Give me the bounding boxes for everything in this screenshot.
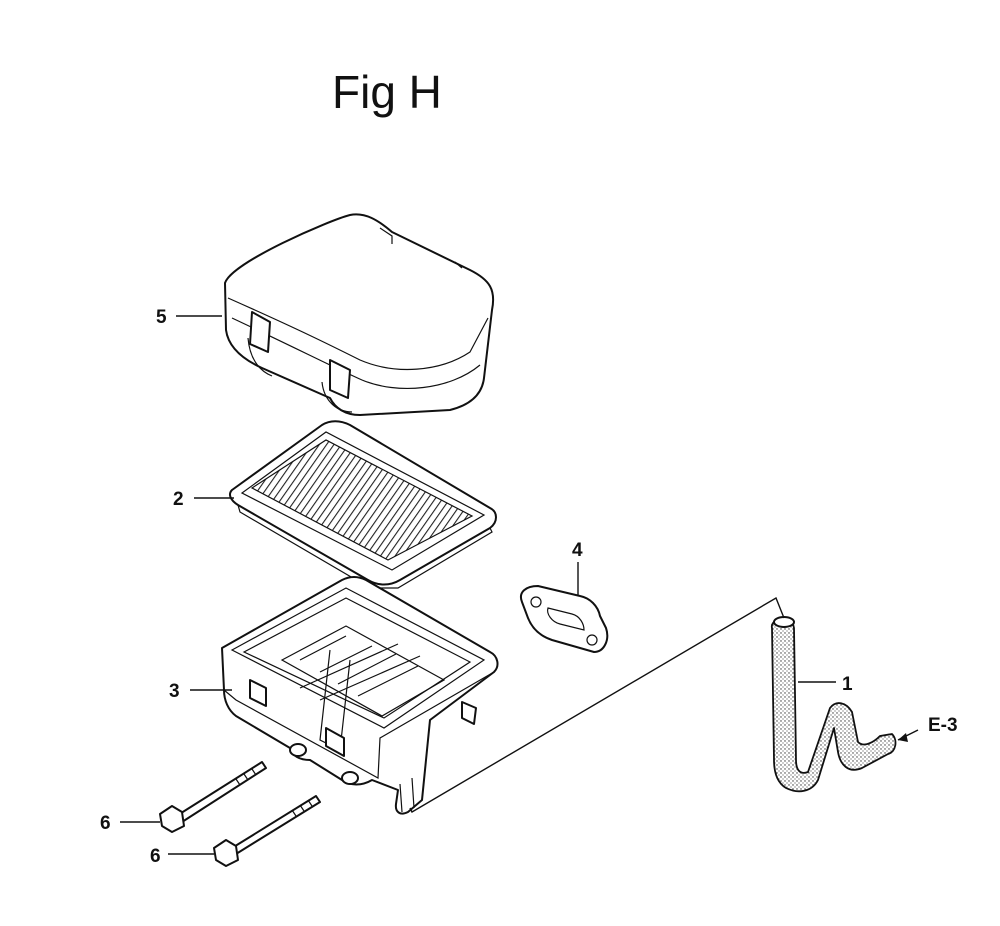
connection-line bbox=[409, 596, 785, 813]
bolt-upper bbox=[159, 761, 267, 833]
gasket bbox=[520, 585, 609, 653]
air-cleaner-case bbox=[221, 576, 499, 815]
callout-3: 3 bbox=[169, 681, 180, 702]
callout-5: 5 bbox=[156, 307, 167, 328]
callout-6a: 6 bbox=[100, 813, 111, 834]
figure-title: Fig H bbox=[332, 66, 442, 118]
bolt-lower bbox=[213, 795, 321, 867]
callout-1: 1 bbox=[842, 674, 853, 695]
breather-tube bbox=[771, 616, 897, 793]
reference-label: E-3 bbox=[928, 715, 958, 736]
callout-6b: 6 bbox=[150, 846, 161, 867]
air-cleaner-cover bbox=[224, 213, 495, 416]
air-filter-element bbox=[229, 420, 497, 589]
callout-4: 4 bbox=[572, 540, 583, 561]
callout-2: 2 bbox=[173, 489, 184, 510]
reference-arrowhead bbox=[898, 733, 908, 742]
